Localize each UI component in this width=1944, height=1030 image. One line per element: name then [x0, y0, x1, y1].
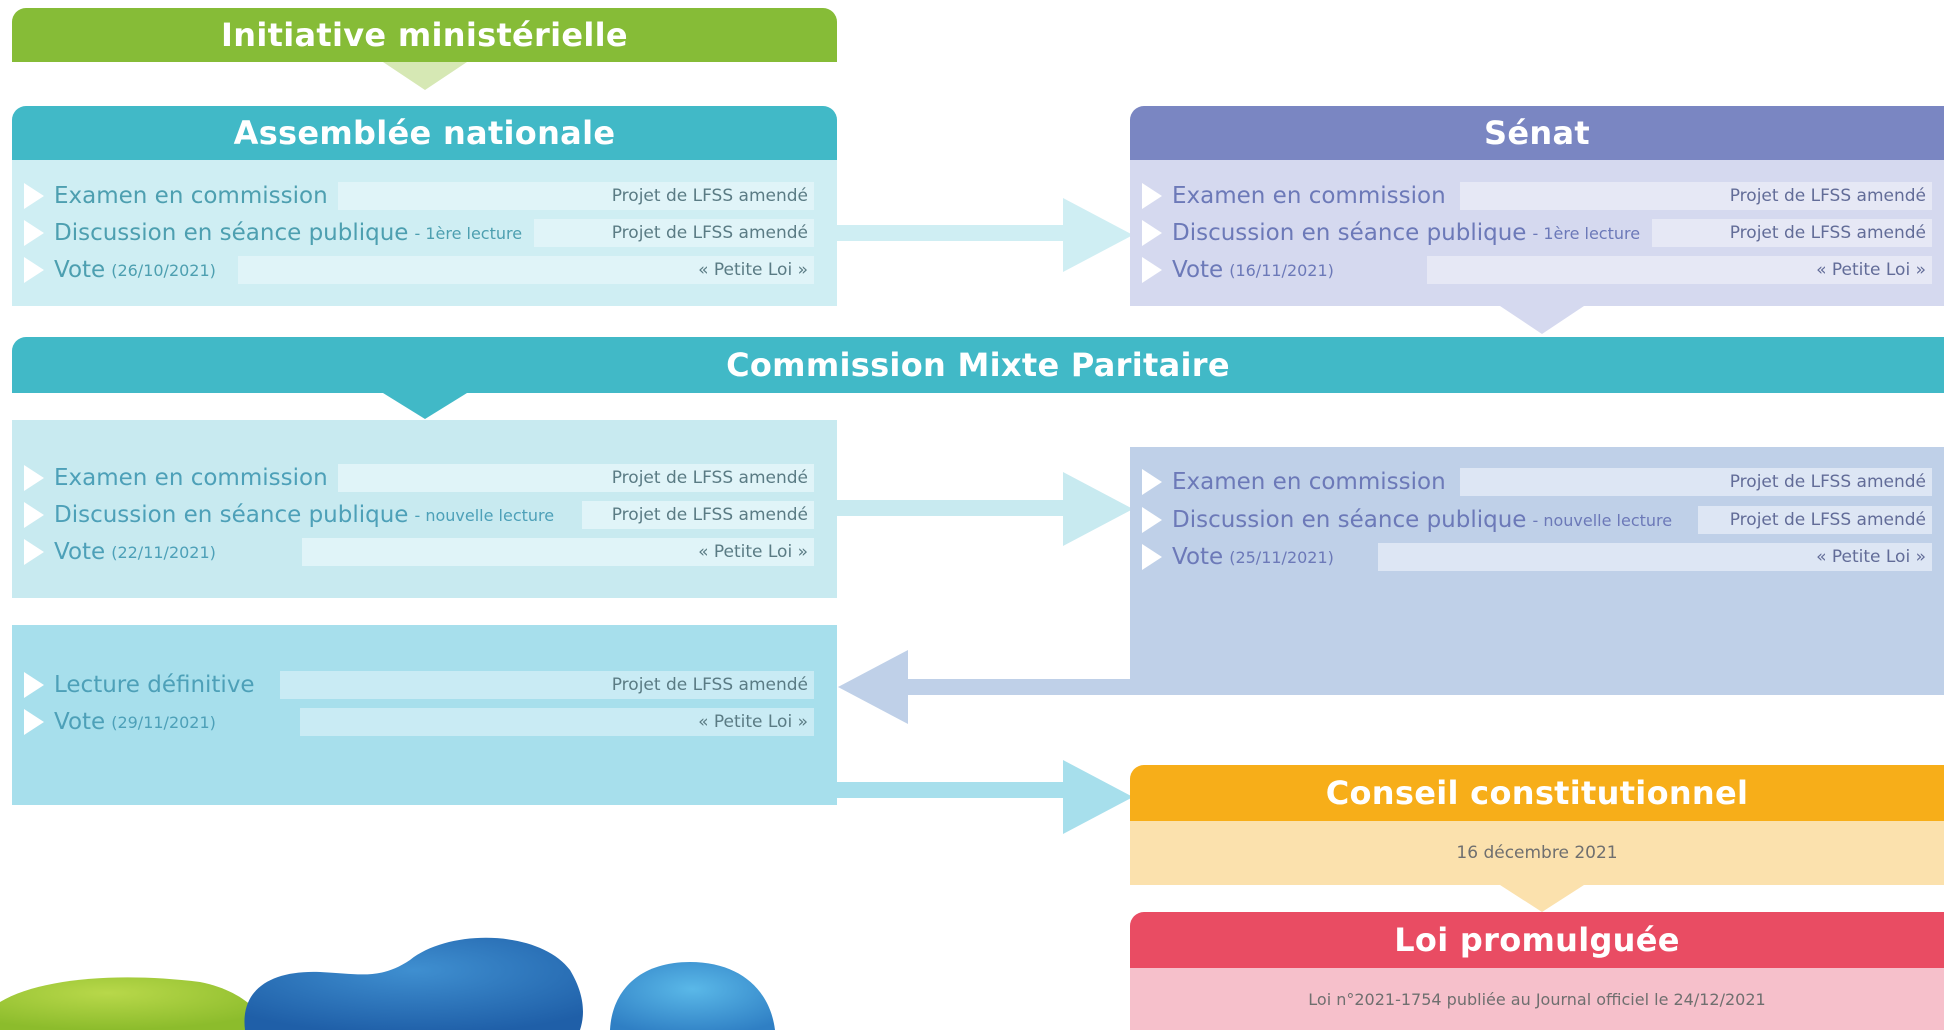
bullet-triangle-icon [1142, 507, 1162, 533]
cmp-header: Commission Mixte Paritaire [12, 337, 1944, 393]
row-label: Examen en commission [54, 465, 328, 491]
row-tag: Projet de LFSS amendé [582, 501, 814, 529]
row-label: Vote [54, 539, 106, 565]
row-tag: « Petite Loi » [1427, 256, 1932, 284]
assemblee-row-vote: Vote (26/10/2021) « Petite Loi » [24, 255, 814, 285]
senat-row-examen: Examen en commission Projet de LFSS amen… [1142, 181, 1932, 211]
senat-nouvelle-row-examen: Examen en commission Projet de LFSS amen… [1142, 467, 1932, 497]
bullet-triangle-icon [1142, 469, 1162, 495]
row-tag: « Petite Loi » [238, 256, 814, 284]
row-sub: (16/11/2021) [1229, 260, 1334, 280]
row-sub: - nouvelle lecture [1532, 510, 1673, 530]
arrow-an-to-senat-head [1063, 198, 1133, 272]
bullet-triangle-icon [1142, 183, 1162, 209]
row-label: Discussion en séance publique [1172, 507, 1527, 533]
senat-row-vote: Vote (16/11/2021) « Petite Loi » [1142, 255, 1932, 285]
row-tag: Projet de LFSS amendé [338, 464, 814, 492]
senat-nouvelle-row-discussion: Discussion en séance publique - nouvelle… [1142, 505, 1932, 535]
row-sub: (29/11/2021) [111, 712, 216, 732]
row-tag: « Petite Loi » [302, 538, 814, 566]
an-nouvelle-row-vote: Vote (22/11/2021) « Petite Loi » [24, 537, 814, 567]
bullet-triangle-icon [24, 539, 44, 565]
row-label: Lecture définitive [54, 672, 255, 698]
cmp-title: Commission Mixte Paritaire [726, 346, 1230, 384]
row-sub: (25/11/2021) [1229, 547, 1334, 567]
bullet-triangle-icon [1142, 220, 1162, 246]
row-tag: « Petite Loi » [1378, 543, 1932, 571]
bullet-triangle-icon [24, 672, 44, 698]
conseil-header: Conseil constitutionnel [1130, 765, 1944, 821]
row-label: Examen en commission [1172, 469, 1446, 495]
row-sub: - 1ère lecture [1532, 223, 1641, 243]
an-nouvelle-row-discussion: Discussion en séance publique - nouvelle… [24, 500, 814, 530]
row-tag: Projet de LFSS amendé [1698, 506, 1932, 534]
arrow-an-to-conseil [837, 782, 1065, 798]
senat-row-discussion: Discussion en séance publique - 1ère lec… [1142, 218, 1932, 248]
assemblee-row-discussion: Discussion en séance publique - 1ère lec… [24, 218, 814, 248]
row-tag: Projet de LFSS amendé [1460, 468, 1932, 496]
row-label: Vote [1172, 544, 1224, 570]
row-sub: (22/11/2021) [111, 542, 216, 562]
arrow-an-to-senat-nouvelle [837, 500, 1065, 516]
row-label: Discussion en séance publique [54, 502, 409, 528]
senat-title: Sénat [1484, 114, 1590, 152]
bullet-triangle-icon [24, 183, 44, 209]
row-sub: - nouvelle lecture [414, 505, 555, 525]
arrow-senat-to-an-definitive-head [838, 650, 908, 724]
loi-title: Loi promulguée [1394, 921, 1680, 959]
senat-header: Sénat [1130, 106, 1944, 160]
green-blob [0, 977, 270, 1030]
row-label: Discussion en séance publique [54, 220, 409, 246]
initiative-arrow [383, 62, 467, 90]
bullet-triangle-icon [1142, 544, 1162, 570]
an-definitive-row-lecture: Lecture définitive Projet de LFSS amendé [24, 670, 814, 700]
conseil-date: 16 décembre 2021 [1130, 821, 1944, 885]
row-label: Vote [54, 709, 106, 735]
conseil-title: Conseil constitutionnel [1325, 774, 1749, 812]
loi-header: Loi promulguée [1130, 912, 1944, 968]
row-tag: Projet de LFSS amendé [1652, 219, 1932, 247]
assemblee-row-examen: Examen en commission Projet de LFSS amen… [24, 181, 814, 211]
row-tag: Projet de LFSS amendé [1460, 182, 1932, 210]
bullet-triangle-icon [24, 502, 44, 528]
arrow-an-to-senat-nouvelle-head [1063, 472, 1133, 546]
loi-text: Loi n°2021-1754 publiée au Journal offic… [1130, 968, 1944, 1030]
bullet-triangle-icon [24, 220, 44, 246]
arrow-senat-to-an-definitive [905, 679, 1130, 695]
row-tag: Projet de LFSS amendé [338, 182, 814, 210]
initiative-header: Initiative ministérielle [12, 8, 837, 62]
bullet-triangle-icon [1142, 257, 1162, 283]
row-tag: « Petite Loi » [300, 708, 814, 736]
row-tag: Projet de LFSS amendé [280, 671, 814, 699]
row-label: Vote [54, 257, 106, 283]
row-label: Examen en commission [54, 183, 328, 209]
blue-blob [244, 937, 583, 1030]
row-sub: (26/10/2021) [111, 260, 216, 280]
row-label: Examen en commission [1172, 183, 1446, 209]
row-label: Vote [1172, 257, 1224, 283]
an-nouvelle-row-examen: Examen en commission Projet de LFSS amen… [24, 463, 814, 493]
arrow-an-to-conseil-head [1063, 760, 1133, 834]
cyan-blob [610, 962, 775, 1030]
senat-nouvelle-row-vote: Vote (25/11/2021) « Petite Loi » [1142, 542, 1932, 572]
decorative-blobs [0, 937, 775, 1030]
row-label: Discussion en séance publique [1172, 220, 1527, 246]
senat-arrow-down [1500, 306, 1584, 334]
bullet-triangle-icon [24, 465, 44, 491]
assemblee-title: Assemblée nationale [233, 114, 616, 152]
bullet-triangle-icon [24, 257, 44, 283]
assemblee-header: Assemblée nationale [12, 106, 837, 160]
bullet-triangle-icon [24, 709, 44, 735]
initiative-title: Initiative ministérielle [221, 16, 628, 54]
row-sub: - 1ère lecture [414, 223, 523, 243]
arrow-an-to-senat [837, 225, 1065, 241]
row-tag: Projet de LFSS amendé [534, 219, 814, 247]
conseil-arrow-down [1500, 885, 1584, 912]
cmp-arrow-down [383, 393, 467, 419]
an-definitive-row-vote: Vote (29/11/2021) « Petite Loi » [24, 707, 814, 737]
